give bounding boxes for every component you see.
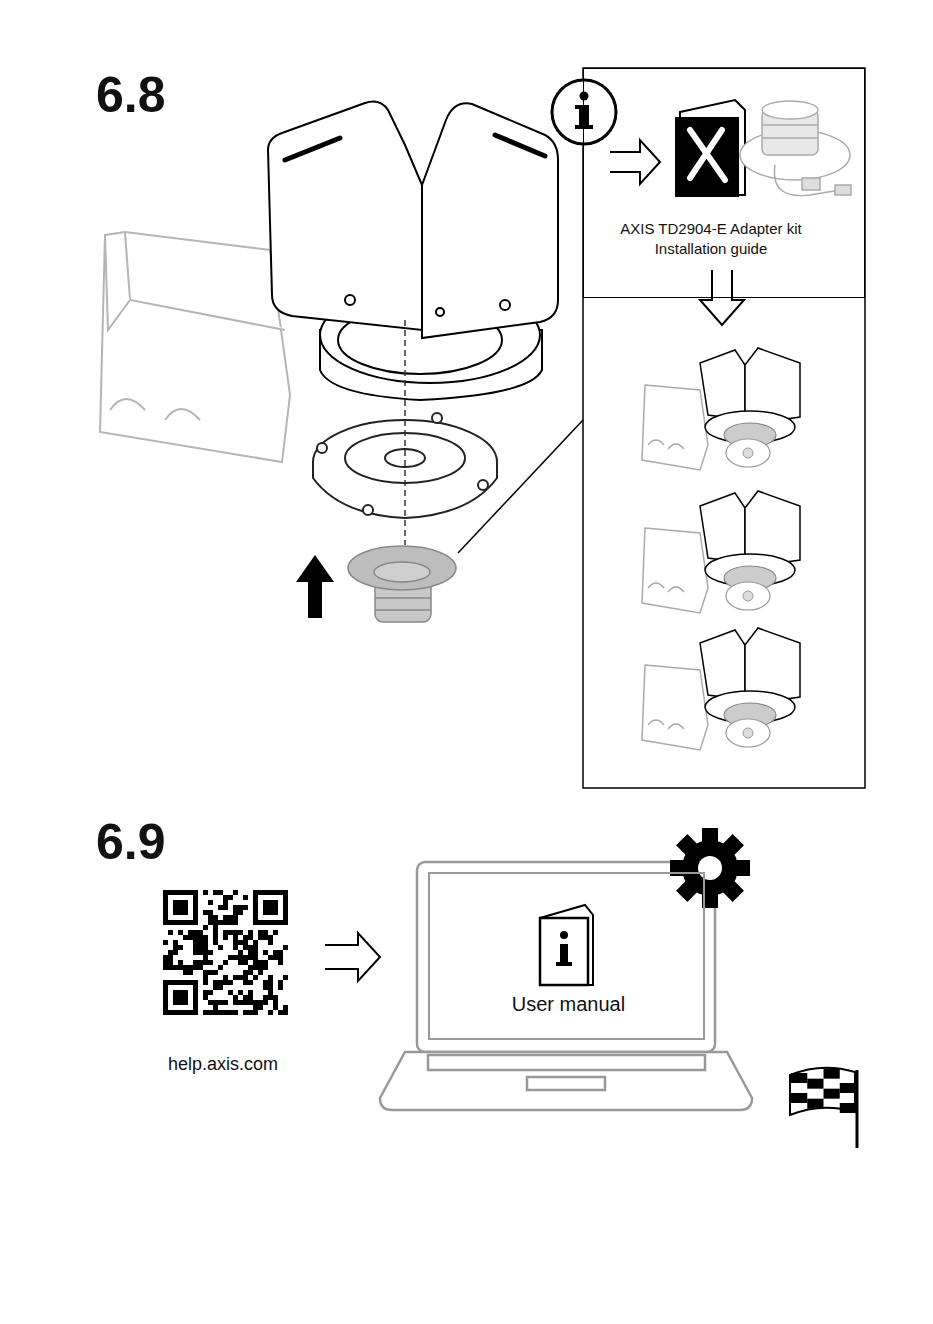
finish-flag	[790, 1068, 857, 1148]
settings-gear	[670, 828, 750, 908]
qr-code	[163, 890, 288, 1015]
adapter-kit-parts	[740, 101, 851, 196]
axis-line	[404, 320, 406, 545]
laptop	[380, 862, 752, 1110]
manual-booklet-icon	[540, 905, 593, 985]
node-text: User manual	[430, 992, 707, 1016]
info-icon	[552, 80, 616, 144]
step-number: 6.8	[96, 66, 166, 124]
hollow-arrow	[325, 933, 380, 981]
up-arrow	[296, 555, 334, 618]
node-text: AXIS TD2904-E Adapter kit Installation g…	[611, 219, 811, 259]
info-box: AXIS TD2904-E Adapter kit Installation g…	[583, 68, 865, 298]
guide-booklet-icon	[675, 100, 745, 197]
url-text: help.axis.com	[168, 1054, 278, 1075]
camera-housing	[268, 102, 558, 400]
adapter	[348, 546, 456, 622]
step-number: 6.9	[96, 813, 166, 871]
info-panel	[583, 68, 865, 788]
hollow-arrow	[610, 140, 660, 184]
wall-bracket	[100, 232, 290, 462]
callout-line	[458, 420, 583, 553]
screen-box: User manual	[428, 872, 705, 1040]
